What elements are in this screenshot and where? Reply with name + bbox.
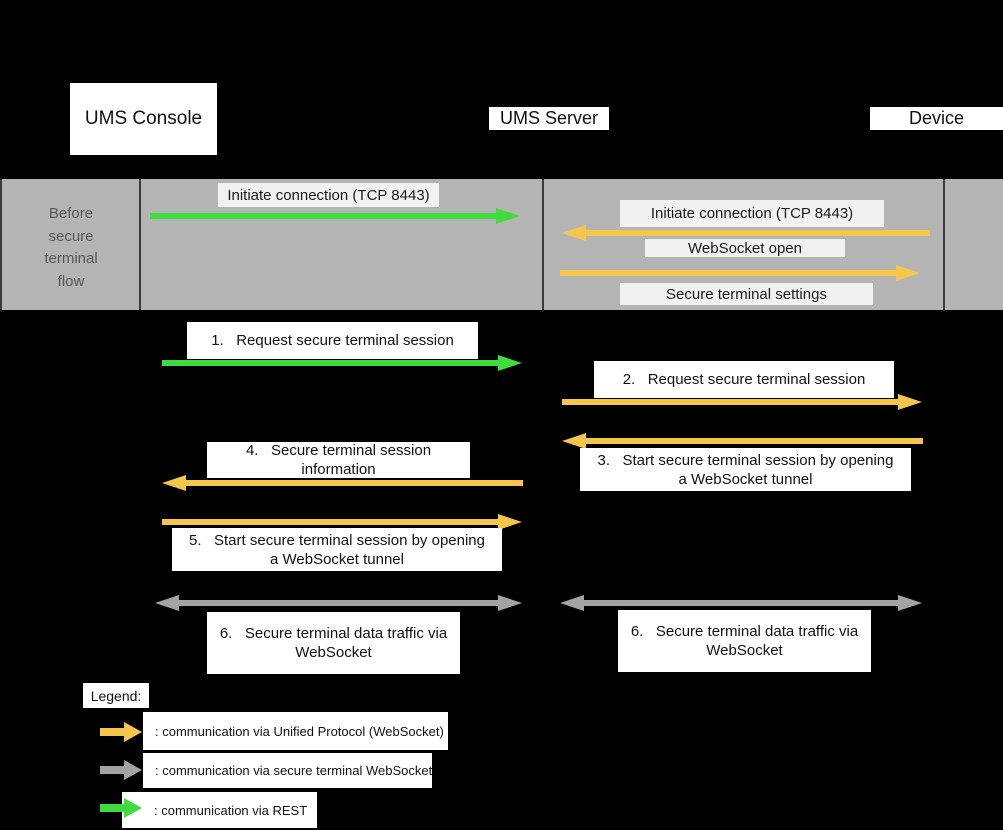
- rest-arrow-right-icon: [150, 208, 520, 224]
- band-label-websocket-open-text: WebSocket open: [688, 239, 802, 257]
- actor-ums-server: UMS Server: [489, 107, 609, 130]
- step-2-label: 2. Request secure terminal session: [594, 361, 894, 398]
- step-4-unified-arrow-icon: [162, 475, 523, 491]
- lifeline-ums-console: [139, 179, 141, 310]
- band-label-initiate-rest: Initiate connection (TCP 8443): [218, 183, 439, 207]
- band-label-initiate-unified-text: Initiate connection (TCP 8443): [650, 205, 854, 222]
- band-label-secure-settings: Secure terminal settings: [620, 283, 873, 305]
- legend-unified-arrow-icon: [100, 722, 142, 742]
- actor-ums-console-label: UMS Console: [84, 108, 203, 129]
- band-label-initiate-unified: Initiate connection (TCP 8443): [620, 200, 884, 227]
- actor-device: Device: [870, 107, 1003, 130]
- step-4-label: 4. Secure terminal session information: [207, 442, 470, 478]
- step-3-label: 3. Start secure terminal session by open…: [580, 448, 911, 491]
- actor-ums-server-label: UMS Server: [499, 108, 598, 128]
- legend-secure-ws-arrow-icon: [100, 760, 142, 780]
- step-1-label: 1. Request secure terminal session: [187, 322, 478, 359]
- actor-device-label: Device: [908, 108, 965, 128]
- step-6-left-secure-ws-arrow-icon: [155, 595, 522, 611]
- step-6-right-label: 6. Secure terminal data traffic via WebS…: [618, 610, 871, 672]
- step-3-unified-arrow-icon: [562, 433, 923, 449]
- band-label-secure-settings-text: Secure terminal settings: [666, 285, 827, 303]
- legend-item-rest: : communication via REST: [122, 792, 317, 828]
- unified-arrow-left-icon: [562, 225, 930, 241]
- legend-item-unified: : communication via Unified Protocol (We…: [143, 712, 448, 750]
- band-label-initiate-rest-text: Initiate connection (TCP 8443): [227, 186, 430, 204]
- lifeline-ums-server: [542, 179, 544, 310]
- step-5-unified-arrow-icon: [162, 514, 522, 530]
- before-flow-title: Before secure terminal flow: [44, 205, 98, 290]
- band-label-websocket-open: WebSocket open: [645, 239, 845, 257]
- step-5-label: 5. Start secure terminal session by open…: [172, 528, 502, 571]
- step-1-rest-arrow-icon: [162, 355, 522, 371]
- step-2-unified-arrow-icon: [562, 394, 922, 410]
- legend-item-secure: : communication via secure terminal WebS…: [143, 753, 432, 788]
- legend-title: Legend:: [83, 683, 149, 708]
- legend-rest-arrow-icon: [100, 798, 142, 818]
- step-6-right-secure-ws-arrow-icon: [560, 595, 922, 611]
- lifeline-device: [943, 179, 945, 310]
- unified-arrow-right-icon: [560, 265, 920, 281]
- step-6-left-label: 6. Secure terminal data traffic via WebS…: [207, 612, 460, 674]
- actor-ums-console: UMS Console: [70, 83, 217, 155]
